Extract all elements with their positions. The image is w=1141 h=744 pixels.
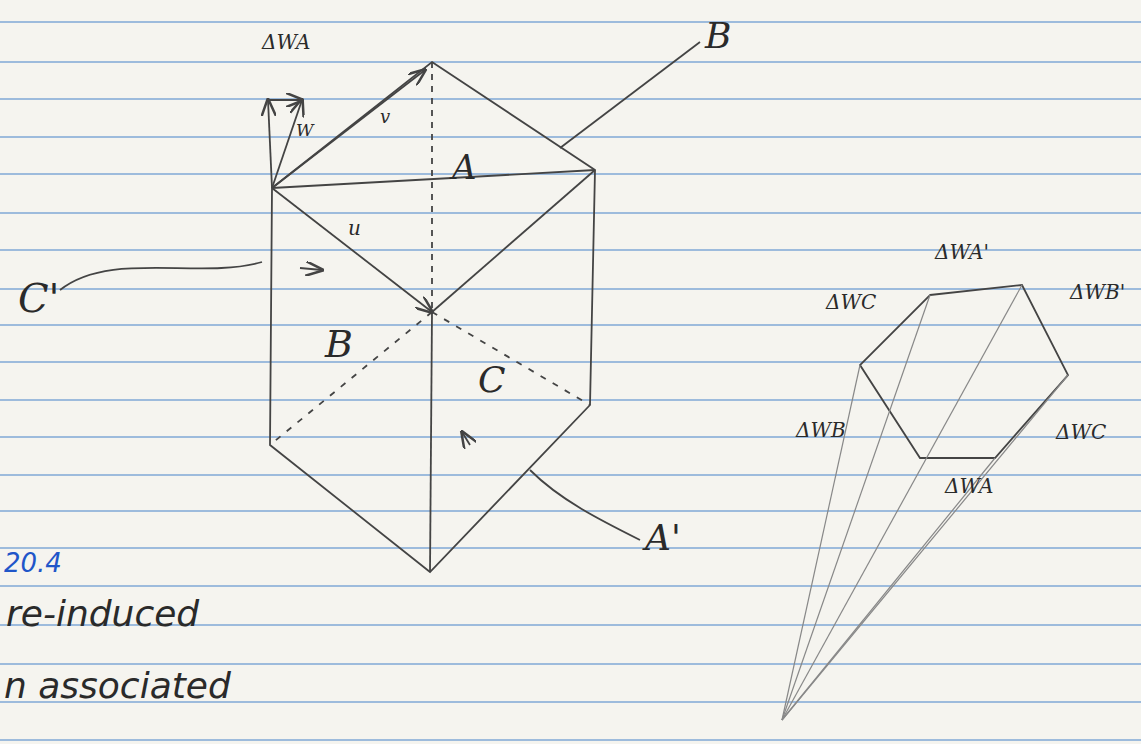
vector-label: B bbox=[705, 18, 731, 54]
vector-label: C bbox=[478, 362, 506, 398]
note-text: re-induced bbox=[6, 596, 199, 632]
vector-label: C' bbox=[18, 278, 60, 318]
vector-label: B bbox=[325, 325, 353, 363]
vector-label: v bbox=[380, 108, 390, 126]
note-text: 20.4 bbox=[4, 550, 62, 576]
vector-polygon bbox=[782, 285, 1068, 720]
vector-label: u bbox=[348, 218, 361, 238]
vector-label: A bbox=[452, 150, 477, 184]
vector-label: ΔWC bbox=[1056, 422, 1106, 442]
vector-label: ΔWA bbox=[945, 476, 993, 496]
vector-label: A' bbox=[645, 520, 681, 556]
hexagon-figure bbox=[60, 42, 700, 572]
vector-label: ΔWB bbox=[796, 420, 846, 440]
vector-label: ΔWA' bbox=[935, 242, 989, 262]
vector-label: ΔWB' bbox=[1070, 282, 1125, 302]
note-text: n associated bbox=[4, 668, 231, 704]
vector-label: W bbox=[296, 122, 313, 139]
vector-label: ΔWA bbox=[262, 32, 310, 52]
ruled-lines bbox=[0, 22, 1141, 740]
vector-label: ΔWC bbox=[826, 292, 876, 312]
